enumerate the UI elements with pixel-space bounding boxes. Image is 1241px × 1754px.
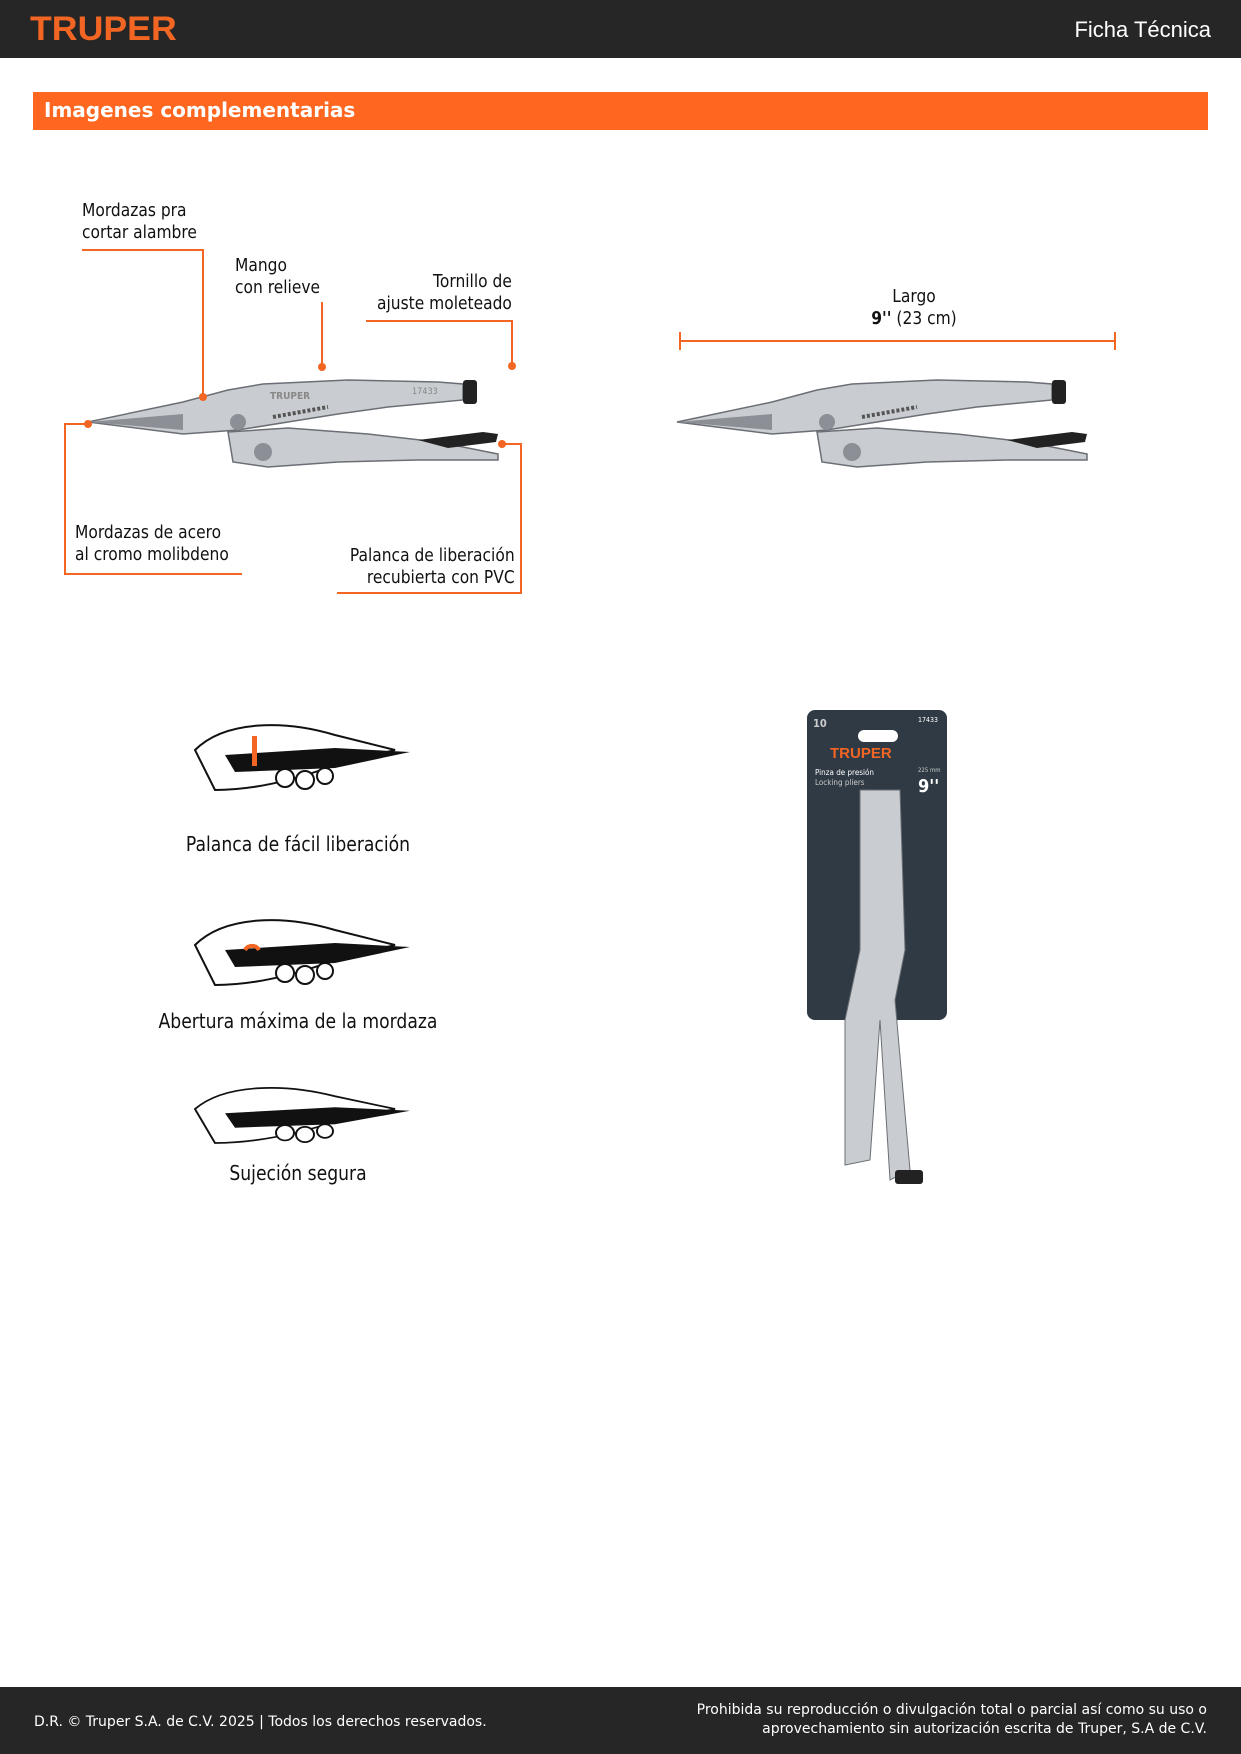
callout-lines	[64, 249, 522, 594]
truper-logo: TRUPER	[30, 10, 177, 48]
package-size: 9''	[918, 776, 939, 797]
usage-label-grip: Sujeción segura	[229, 1161, 367, 1185]
footer: D.R. © Truper S.A. de C.V. 2025 | Todos …	[0, 1687, 1241, 1754]
package-name-es: Pinza de presión	[815, 767, 874, 777]
tool-model-mark: 17433	[412, 387, 438, 397]
package-brand: TRUPER	[830, 745, 892, 762]
package-warranty: 10	[813, 717, 827, 730]
usage-label-opening: Abertura máxima de la mordaza	[158, 1009, 438, 1033]
usage-grip-icon	[194, 1086, 411, 1144]
tool-brand-mark: TRUPER	[270, 391, 310, 402]
legal-notice: Prohibida su reproducción o divulgación …	[696, 1702, 1207, 1737]
copyright: D.R. © Truper S.A. de C.V. 2025 | Todos …	[34, 1714, 487, 1730]
page-title: Ficha Técnica	[1074, 17, 1211, 42]
pliers-dimension-image	[675, 378, 1089, 469]
package-size-mm: 225 mm	[918, 767, 941, 774]
section-title: Imagenes complementarias	[33, 92, 1208, 130]
package-code: 17433	[918, 716, 938, 724]
package-name-en: Locking pliers	[815, 778, 865, 787]
dimension-line	[679, 332, 1116, 350]
usage-label-release: Palanca de fácil liberación	[185, 832, 411, 856]
package-image: 10 17433 TRUPER Pinza de presión Locking…	[807, 710, 947, 1184]
header: TRUPER Ficha Técnica	[0, 0, 1241, 58]
usage-release-icon	[194, 724, 411, 791]
usage-opening-icon	[194, 919, 411, 986]
